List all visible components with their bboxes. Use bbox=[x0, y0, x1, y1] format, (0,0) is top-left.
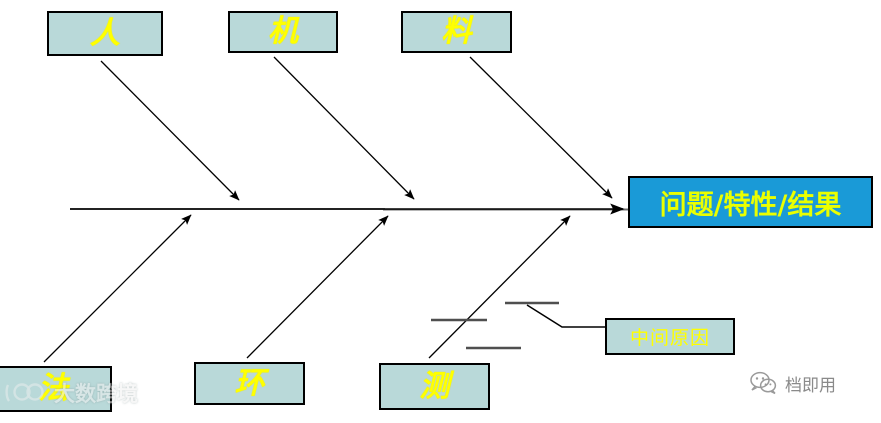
category-label-ji: 机 bbox=[268, 14, 298, 49]
category-box-liao[interactable]: 料 bbox=[401, 11, 512, 53]
result-label: 问题/特性/结果 bbox=[659, 189, 842, 221]
category-label-ce: 测 bbox=[419, 368, 450, 404]
brand-text: 档即用 bbox=[785, 375, 836, 396]
category-box-ren[interactable]: 人 bbox=[47, 11, 163, 56]
bone-ce bbox=[428, 215, 571, 359]
brand: 档即用 bbox=[748, 370, 836, 396]
bone-ren bbox=[100, 60, 240, 201]
bone-ji bbox=[273, 56, 415, 200]
bone-liao bbox=[469, 56, 613, 199]
result-box[interactable]: 问题/特性/结果 bbox=[628, 176, 873, 228]
mid-cause-label: 中间原因 bbox=[629, 327, 710, 349]
bone-huan bbox=[246, 215, 389, 359]
mid-cause-connector bbox=[526, 304, 606, 328]
mid-cause-box[interactable]: 中间原因 bbox=[605, 318, 735, 355]
category-label-liao: 料 bbox=[441, 14, 472, 49]
category-box-huan[interactable]: 环 bbox=[194, 362, 305, 405]
wechat-icon bbox=[750, 371, 777, 395]
category-label-huan: 环 bbox=[234, 365, 265, 401]
category-box-ce[interactable]: 测 bbox=[379, 363, 490, 410]
category-box-ji[interactable]: 机 bbox=[228, 11, 338, 53]
category-box-fa[interactable]: 法 bbox=[0, 366, 112, 412]
category-label-fa: 法 bbox=[38, 371, 68, 406]
bone-fa bbox=[43, 214, 192, 363]
category-label-ren: 人 bbox=[90, 15, 120, 51]
